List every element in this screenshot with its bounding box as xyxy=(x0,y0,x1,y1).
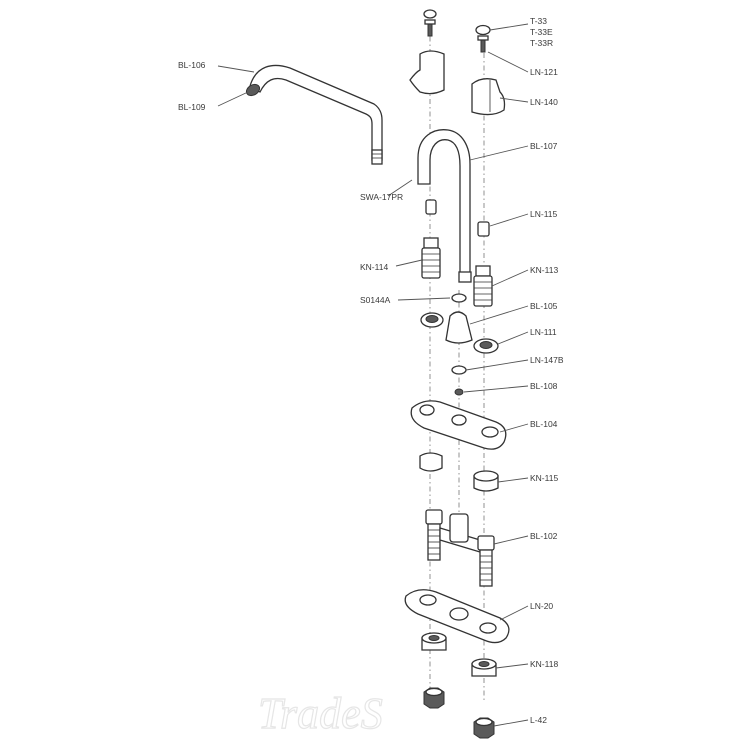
label-bl-108: BL-108 xyxy=(530,381,558,391)
label-ln-111: LN-111 xyxy=(530,327,557,337)
left-lever-handle xyxy=(409,50,445,95)
left-cartridge-stem xyxy=(421,237,441,279)
label-ln-20: LN-20 xyxy=(530,601,553,611)
label-bl-106: BL-106 xyxy=(178,60,206,70)
left-coupling-nut xyxy=(423,687,445,709)
right-lock-nut xyxy=(471,658,497,677)
right-index-button xyxy=(475,24,491,36)
label-ln-115: LN-115 xyxy=(530,209,558,219)
part-labels: BL-106 BL-109 T-33 T-33E T-33R LN-121 LN… xyxy=(178,16,564,725)
label-bl-102: BL-102 xyxy=(530,531,558,541)
right-lever-handle xyxy=(471,78,506,116)
left-handle-screw xyxy=(424,19,436,37)
label-l-42: L-42 xyxy=(530,715,547,725)
label-bl-107: BL-107 xyxy=(530,141,558,151)
label-bl-109: BL-109 xyxy=(178,102,206,112)
right-handle-screw xyxy=(477,35,489,53)
label-ln-140: LN-140 xyxy=(530,97,558,107)
right-bushing xyxy=(473,470,499,492)
label-kn-118: KN-118 xyxy=(530,659,558,669)
watermark: TradeS xyxy=(258,689,383,738)
gooseneck-spout xyxy=(417,129,472,283)
label-t-33: T-33 xyxy=(530,16,547,26)
deck-gasket xyxy=(404,589,510,644)
left-stem-adapter xyxy=(425,199,437,215)
label-bl-104: BL-104 xyxy=(530,419,558,429)
label-t-33r: T-33R xyxy=(530,38,553,48)
left-index-button xyxy=(423,9,437,19)
right-coupling-nut xyxy=(473,717,495,739)
label-ln-121: LN-121 xyxy=(530,67,558,77)
label-kn-115: KN-115 xyxy=(530,473,558,483)
aerator xyxy=(245,83,261,97)
deck-plate xyxy=(410,400,507,450)
valve-body xyxy=(425,509,495,587)
left-escutcheon-cap xyxy=(420,312,444,328)
label-ln-147b: LN-147B xyxy=(530,355,564,365)
left-lock-nut xyxy=(421,632,447,651)
leader-lines xyxy=(217,23,529,727)
right-stem-adapter xyxy=(477,221,490,237)
center-o-ring-middle xyxy=(451,365,467,375)
center-o-ring-top xyxy=(451,293,467,303)
label-bl-105: BL-105 xyxy=(530,301,558,311)
label-s0144a: S0144A xyxy=(360,295,391,305)
label-swa-17pr: SWA-17PR xyxy=(360,192,403,202)
swing-spout xyxy=(249,64,383,165)
label-t-33e: T-33E xyxy=(530,27,553,37)
right-escutcheon-cap xyxy=(473,338,499,354)
right-cartridge-stem xyxy=(473,265,493,307)
spout-sleeve xyxy=(445,311,473,344)
label-kn-114: KN-114 xyxy=(360,262,388,272)
center-o-ring-bottom xyxy=(454,388,464,396)
label-kn-113: KN-113 xyxy=(530,265,558,275)
left-bushing xyxy=(419,452,443,472)
